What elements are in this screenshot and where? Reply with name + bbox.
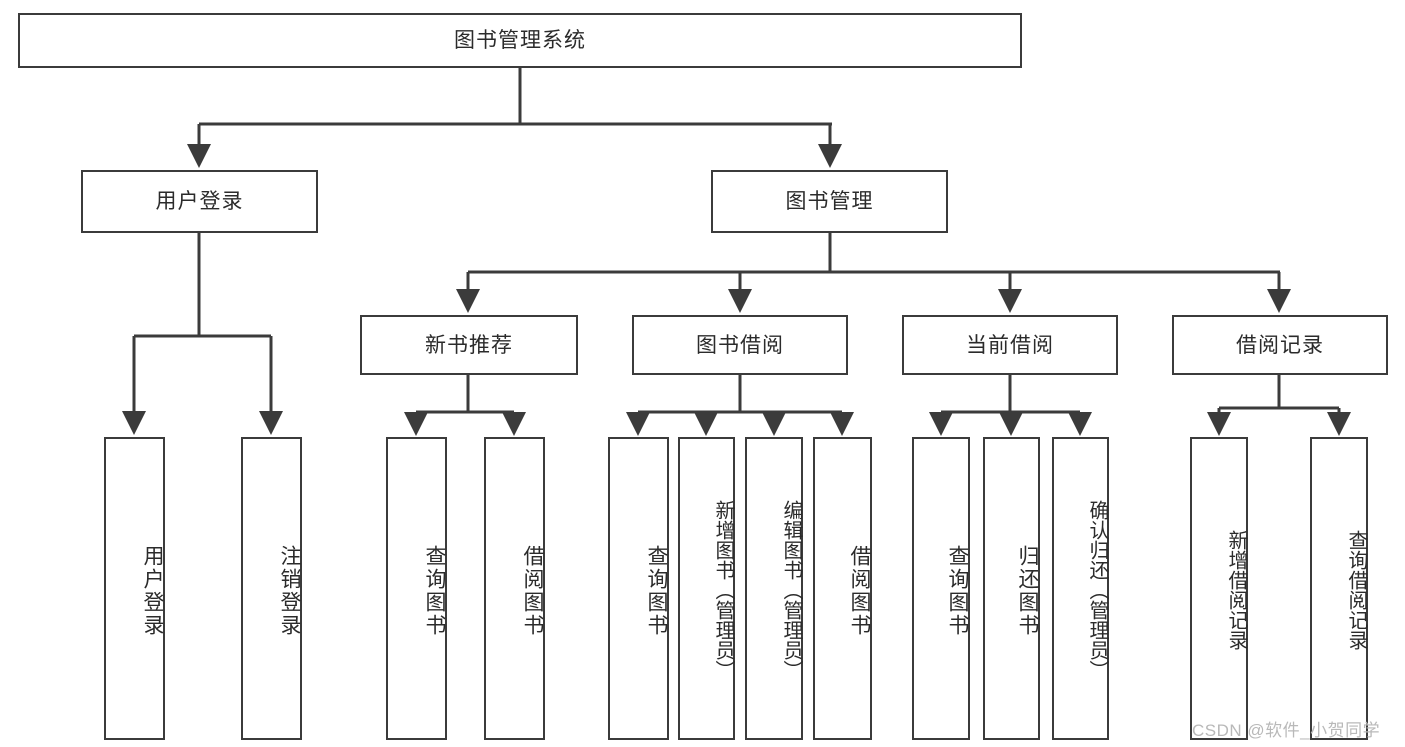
node-leaf-13[interactable]: 查询借阅记录 [1310, 437, 1368, 740]
node-leaf-5[interactable]: 查询图书 [608, 437, 669, 740]
node-leaf-11[interactable]: 确认归还（管理员） [1052, 437, 1109, 740]
node-level2-2[interactable]: 图书管理 [711, 170, 948, 233]
node-level3-3[interactable]: 当前借阅 [902, 315, 1118, 375]
node-leaf-9[interactable]: 查询图书 [912, 437, 970, 740]
node-leaf-8[interactable]: 借阅图书 [813, 437, 872, 740]
node-leaf-2[interactable]: 注销登录 [241, 437, 302, 740]
node-level3-2[interactable]: 图书借阅 [632, 315, 848, 375]
node-leaf-10[interactable]: 归还图书 [983, 437, 1040, 740]
node-leaf-1[interactable]: 用户登录 [104, 437, 165, 740]
node-level2-1[interactable]: 用户登录 [81, 170, 318, 233]
node-leaf-6[interactable]: 新增图书（管理员） [678, 437, 735, 740]
csdn-watermark: CSDN @软件_小贺同学 [1192, 721, 1381, 740]
node-level3-4[interactable]: 借阅记录 [1172, 315, 1388, 375]
node-level3-1[interactable]: 新书推荐 [360, 315, 578, 375]
node-leaf-7[interactable]: 编辑图书（管理员） [745, 437, 803, 740]
node-leaf-12[interactable]: 新增借阅记录 [1190, 437, 1248, 740]
node-root-system[interactable]: 图书管理系统 [18, 13, 1022, 68]
node-leaf-4[interactable]: 借阅图书 [484, 437, 545, 740]
node-leaf-3[interactable]: 查询图书 [386, 437, 447, 740]
